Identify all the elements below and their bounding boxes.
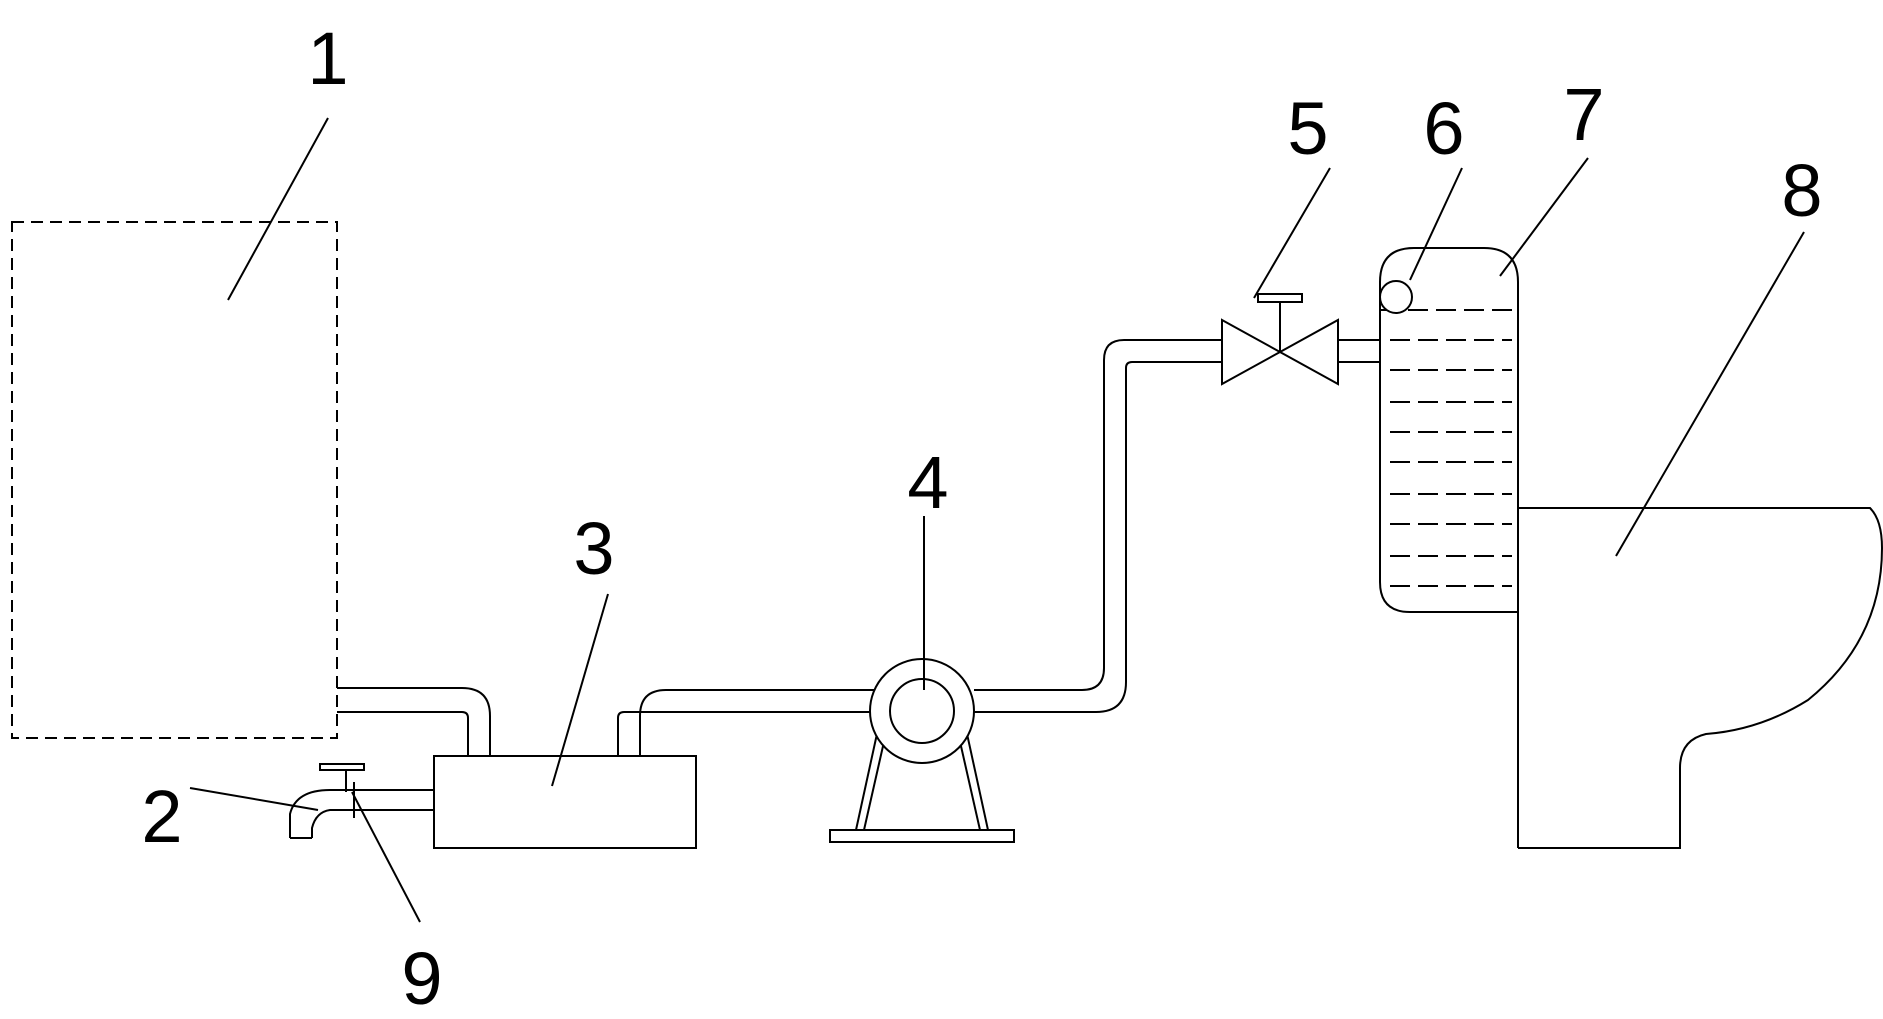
leader-7	[1499, 157, 1589, 277]
label-2: 2	[141, 775, 182, 858]
pipe-pump-to-valve	[974, 339, 1222, 713]
component-1-dashed-tank	[11, 221, 338, 739]
component-8-toilet	[1517, 507, 1883, 849]
leader-9	[351, 791, 421, 923]
label-1: 1	[307, 17, 348, 100]
pipe-box-to-pump	[617, 689, 880, 756]
component-9-faucet-handle	[319, 763, 365, 792]
label-5: 5	[1287, 87, 1328, 170]
label-4: 4	[907, 441, 948, 524]
leader-8	[1615, 231, 1805, 557]
leader-2	[189, 787, 319, 811]
component-3-box	[433, 755, 697, 849]
pipe-valve-to-cistern	[1338, 339, 1380, 363]
label-6: 6	[1423, 87, 1464, 170]
leader-3	[551, 593, 609, 787]
number-labels: 1 2 3 4 5 6 7 8 9	[141, 17, 1822, 1019]
component-6-float-ball	[1379, 280, 1413, 314]
leader-5	[1253, 167, 1331, 299]
leader-6	[1409, 167, 1463, 281]
component-4-pump	[829, 658, 1015, 843]
leader-lines	[189, 117, 1805, 923]
label-7: 7	[1563, 73, 1604, 156]
pipe-tank-to-box	[337, 687, 491, 756]
label-3: 3	[573, 507, 614, 590]
component-5-valve	[1221, 293, 1339, 386]
component-2-faucet	[289, 782, 434, 839]
label-9: 9	[401, 937, 442, 1019]
component-7-cistern	[1379, 247, 1519, 613]
leader-1	[227, 117, 329, 301]
label-8: 8	[1781, 149, 1822, 232]
